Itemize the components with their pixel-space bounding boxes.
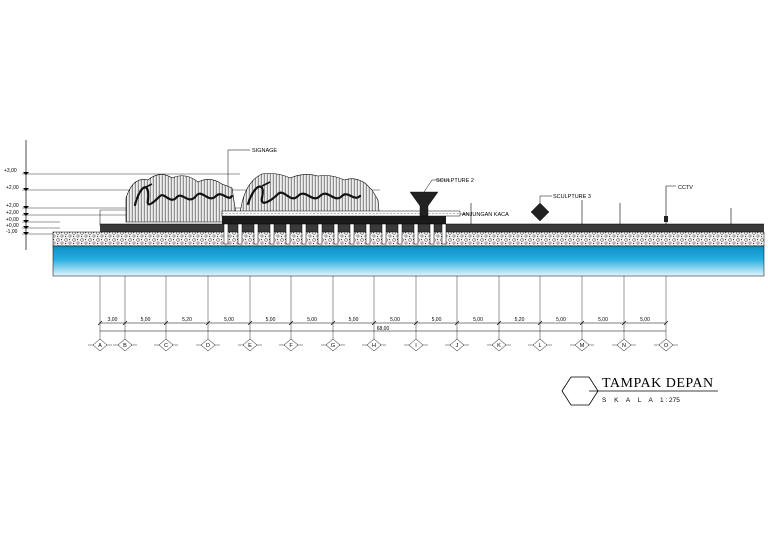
grid-label: C [164, 343, 168, 349]
pier [253, 223, 259, 245]
pier [333, 223, 339, 245]
segment-dimension: 5,00 [556, 317, 566, 323]
drawing-title: TAMPAK DEPAN [602, 376, 714, 391]
level-label: +2,00 [6, 185, 19, 191]
grid-label: F [289, 343, 293, 349]
gravel-band [52, 231, 765, 247]
sculpture-2-label: SCULPTURE 2 [436, 178, 474, 184]
anjungan-label: ANJUNGAN KACA [462, 212, 509, 218]
level-label: +2,00 [6, 210, 19, 216]
grid-bubble: O [654, 338, 678, 352]
grid-label: K [497, 343, 501, 349]
grid-label: G [331, 343, 335, 349]
scale-label: S K A L A [602, 397, 656, 404]
segment-dimension: 5,00 [598, 317, 608, 323]
cctv: CCTV [664, 185, 693, 226]
segment-dimension: 5,00 [307, 317, 317, 323]
level-label: +3,00 [4, 168, 17, 174]
grid-bubble: A [88, 338, 112, 352]
segment-dimension: 5,00 [224, 317, 234, 323]
grid-bubble: M [570, 338, 594, 352]
pier [301, 223, 307, 245]
sculpture-3-label: SCULPTURE 3 [553, 194, 591, 200]
grid-bubble: F [279, 338, 303, 352]
grid-bubble: C [154, 338, 178, 352]
pier [441, 223, 447, 245]
grid-label: M [580, 343, 585, 349]
pier [223, 223, 229, 245]
sculpture-2: SCULPTURE 2 [409, 178, 474, 217]
signage-label: SIGNAGE [252, 148, 277, 154]
pier [317, 223, 323, 245]
pier [397, 223, 403, 245]
grid-label: I [415, 343, 417, 349]
level-line-6: +0,00 [6, 223, 60, 229]
scale-value: 1 : 275 [660, 397, 680, 404]
segment-dimension: 5,00 [640, 317, 650, 323]
grid-bubble: B [113, 338, 137, 352]
grid-bubble: N [612, 338, 636, 352]
pier [285, 223, 291, 245]
segment-dimension: 5,00 [266, 317, 276, 323]
segment-dimension: 5,20 [182, 317, 192, 323]
segment-dimension: 5,00 [432, 317, 442, 323]
level-line-1: +3,00 [4, 168, 240, 175]
level-line-7: -1,00 [6, 229, 60, 235]
dimension-labels: 3,00 5,00 5,20 5,00 5,00 5,00 5,00 5,00 5,00 5,00… [108, 317, 650, 323]
grid-label: O [664, 343, 669, 349]
pier [413, 223, 419, 245]
grid-bubble: H [362, 338, 386, 352]
anjungan-kaca: ANJUNGAN KACA [221, 210, 509, 224]
grid-bubble: K [487, 338, 511, 352]
grid-label: A [98, 343, 102, 349]
deck-piers [223, 223, 447, 245]
grid-label: H [372, 343, 376, 349]
grid-bubbles: A B C D E F G H I J K L M N O [88, 338, 678, 352]
segment-dimension: 3,00 [108, 317, 118, 323]
pier [269, 223, 275, 245]
segment-dimension: 5,00 [390, 317, 400, 323]
cctv-label: CCTV [678, 185, 693, 191]
signage-wall [125, 173, 381, 223]
level-line-5: +0,00 [6, 217, 60, 223]
grid-label: J [456, 343, 459, 349]
segment-dimension: 5,00 [141, 317, 151, 323]
level-label: +2,00 [6, 203, 19, 209]
light-poles [470, 200, 732, 226]
signage-callout: SIGNAGE [227, 148, 277, 186]
grid-bubble: G [321, 338, 345, 352]
segment-dimension: 5,20 [515, 317, 525, 323]
grid-label: B [123, 343, 127, 349]
level-label: +0,00 [6, 217, 19, 223]
title-block: TAMPAK DEPAN S K A L A 1 : 275 [561, 376, 718, 406]
segment-dimension: 5,00 [349, 317, 359, 323]
grid-bubble: D [196, 338, 220, 352]
level-label: -1,00 [6, 229, 18, 235]
grid-bubble: J [445, 338, 469, 352]
pier [429, 223, 435, 245]
pier [365, 223, 371, 245]
grid-label: L [538, 343, 541, 349]
grid-label: D [206, 343, 210, 349]
pier [237, 223, 243, 245]
grid-bubble: I [404, 338, 428, 352]
total-dimension: 68,00 [377, 326, 390, 332]
pier [381, 223, 387, 245]
level-label: +0,00 [6, 223, 19, 229]
grid-label: E [248, 343, 252, 349]
level-markers: +3,00 +2,00 +2,00 +2,00 +0,00 +0,00 [4, 140, 380, 250]
sculpture-3: SCULPTURE 3 [530, 194, 591, 222]
grid-bubble: E [238, 338, 262, 352]
pier [349, 223, 355, 245]
water-body [52, 245, 765, 277]
grid-bubble: L [528, 338, 552, 352]
segment-dimension: 5,00 [473, 317, 483, 323]
grid-label: N [622, 343, 626, 349]
